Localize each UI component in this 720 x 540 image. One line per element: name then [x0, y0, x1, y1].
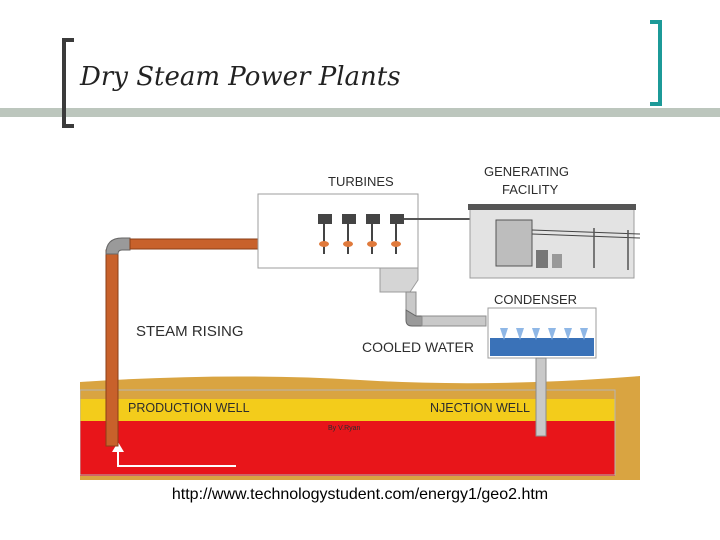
- flow-arrow-icon: [117, 448, 236, 467]
- injection-well-label: NJECTION WELL: [430, 401, 530, 415]
- ground-bottom-edge: [80, 389, 616, 476]
- right-bracket-decoration: [650, 20, 662, 106]
- left-bracket-decoration: [62, 38, 74, 128]
- steam-pipe-elbow: [105, 237, 131, 255]
- steam-rising-label: STEAM RISING: [136, 323, 244, 340]
- title-divider-bar: [0, 108, 720, 117]
- generator-unit: [495, 219, 533, 267]
- condenser-label: CONDENSER: [494, 292, 577, 307]
- production-well-pipe: [105, 249, 119, 447]
- author-credit: By V.Ryan: [328, 425, 361, 432]
- condenser-inlet-pipe: [421, 315, 487, 327]
- cooled-water-pool: [490, 338, 594, 356]
- turbines-label: TURBINES: [328, 174, 394, 189]
- turbine-blades: [318, 214, 404, 254]
- geothermal-plant-diagram: TURBINES GENERATING FACILITY CONDENSER S…: [80, 164, 640, 480]
- slide-title: Dry Steam Power Plants: [80, 62, 401, 92]
- generating-facility-label-line1: GENERATING: [484, 164, 569, 179]
- injection-well-pipe: [535, 357, 547, 437]
- generating-facility-label-line2: FACILITY: [502, 182, 559, 197]
- exhaust-hopper: [379, 267, 419, 293]
- production-well-label: PRODUCTION WELL: [128, 401, 250, 415]
- cooled-water-label: COOLED WATER: [362, 339, 474, 355]
- yellow-rock-layer: [80, 399, 615, 421]
- building-roof: [468, 204, 636, 210]
- source-caption: http://www.technologystudent.com/energy1…: [171, 486, 549, 503]
- turbine-housing: [257, 193, 419, 269]
- power-lines: [531, 229, 640, 235]
- condenser-spray: [500, 328, 588, 340]
